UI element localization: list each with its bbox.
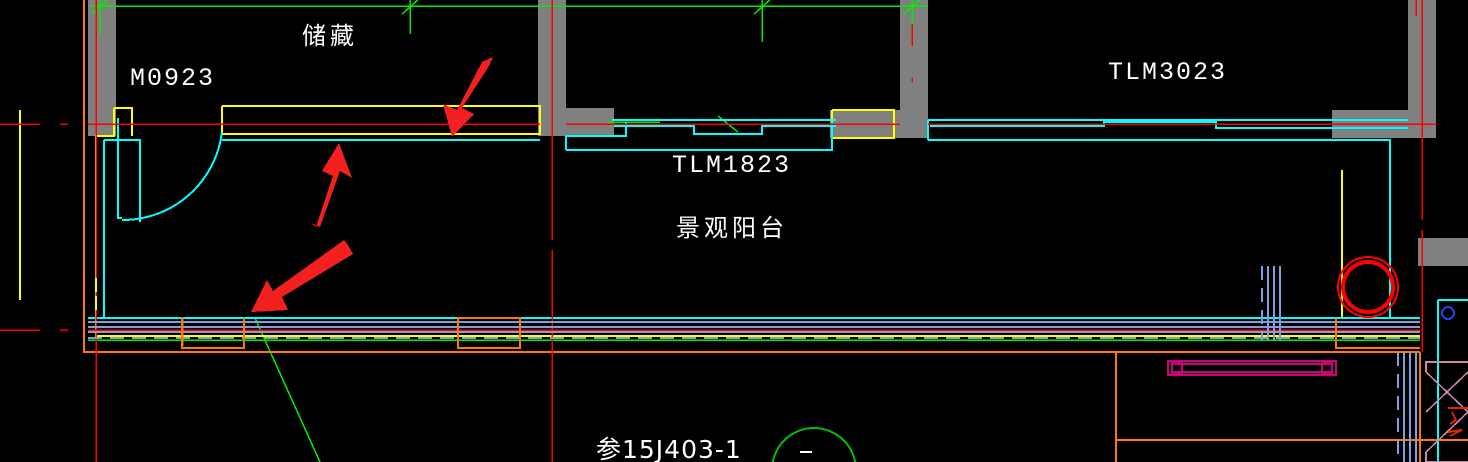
- hatch-accent-3: [1447, 429, 1463, 437]
- fixture-long-unit-inner: [1171, 363, 1333, 373]
- opening-m0923-frame: [114, 107, 133, 136]
- railing-band-group: [88, 317, 1420, 349]
- boundary-left-outline: [83, 0, 1420, 353]
- window-tlm3023-base: [928, 139, 1391, 318]
- hatch-detail-group: [1425, 361, 1468, 462]
- door-m0923-swing-arc: [121, 131, 223, 222]
- boundary-group: [83, 0, 1468, 462]
- window-tlm1823-base: [566, 122, 833, 151]
- hatch-diag-2: [1425, 371, 1468, 413]
- room-left-cyan-outline: [103, 140, 1420, 319]
- floor-drain-marker: [1337, 256, 1399, 318]
- dim-green-diagonal: [254, 317, 321, 462]
- wall-left-top: [88, 0, 116, 136]
- floor-drain-inner-circle: [1341, 260, 1395, 314]
- dim-tick-mid1: [401, 0, 419, 15]
- detail-bubble-circle: [771, 427, 857, 462]
- fixture-long-unit-outer: [1167, 360, 1337, 376]
- hatch-bracket-bottom: [1425, 452, 1468, 462]
- railing-vertical-group: [1261, 266, 1417, 462]
- annotation-arrow-2: [311, 143, 352, 227]
- window-tlm1823-sill: [566, 122, 627, 137]
- opening-storage-band: [221, 105, 541, 135]
- door-m0923-frame: [104, 139, 141, 222]
- window-group: [88, 118, 1468, 462]
- hatch-accent-group: [1447, 407, 1468, 437]
- dim-tick-right: [903, 0, 921, 15]
- detail-bubble-marker: [771, 427, 857, 462]
- small-pipe-circle-icon: [1441, 306, 1455, 320]
- hatch-accent-2: [1449, 411, 1458, 425]
- fixture-group: [1167, 360, 1337, 376]
- fixture-end-left: [1171, 362, 1183, 374]
- annotation-arrow-1: [443, 57, 493, 137]
- floor-drain-outer-circle: [1337, 256, 1399, 318]
- hatch-bracket-top: [1425, 361, 1468, 372]
- axis-line-group: [0, 0, 1436, 462]
- annotation-arrow-3: [251, 240, 353, 312]
- door-m0923-leaf: [117, 118, 122, 219]
- railing-post-box-5: [1335, 318, 1420, 349]
- railing-post-box-4: [181, 318, 245, 349]
- railing-post-box-3: [457, 318, 521, 349]
- annotation-arrow-group: [251, 57, 493, 312]
- wall-far-right-column: [1418, 238, 1440, 266]
- hatch-diag-3: [1425, 411, 1468, 453]
- wall-mid-left-foot: [538, 108, 614, 136]
- window-tlm1823-lower: [614, 125, 836, 135]
- dim-tick-left: [91, 0, 109, 15]
- dimension-line-group: [88, 0, 1420, 462]
- dim-tick-mid3: [753, 0, 771, 15]
- fixture-end-right: [1321, 362, 1333, 374]
- window-tlm3023-mid: [930, 121, 1408, 129]
